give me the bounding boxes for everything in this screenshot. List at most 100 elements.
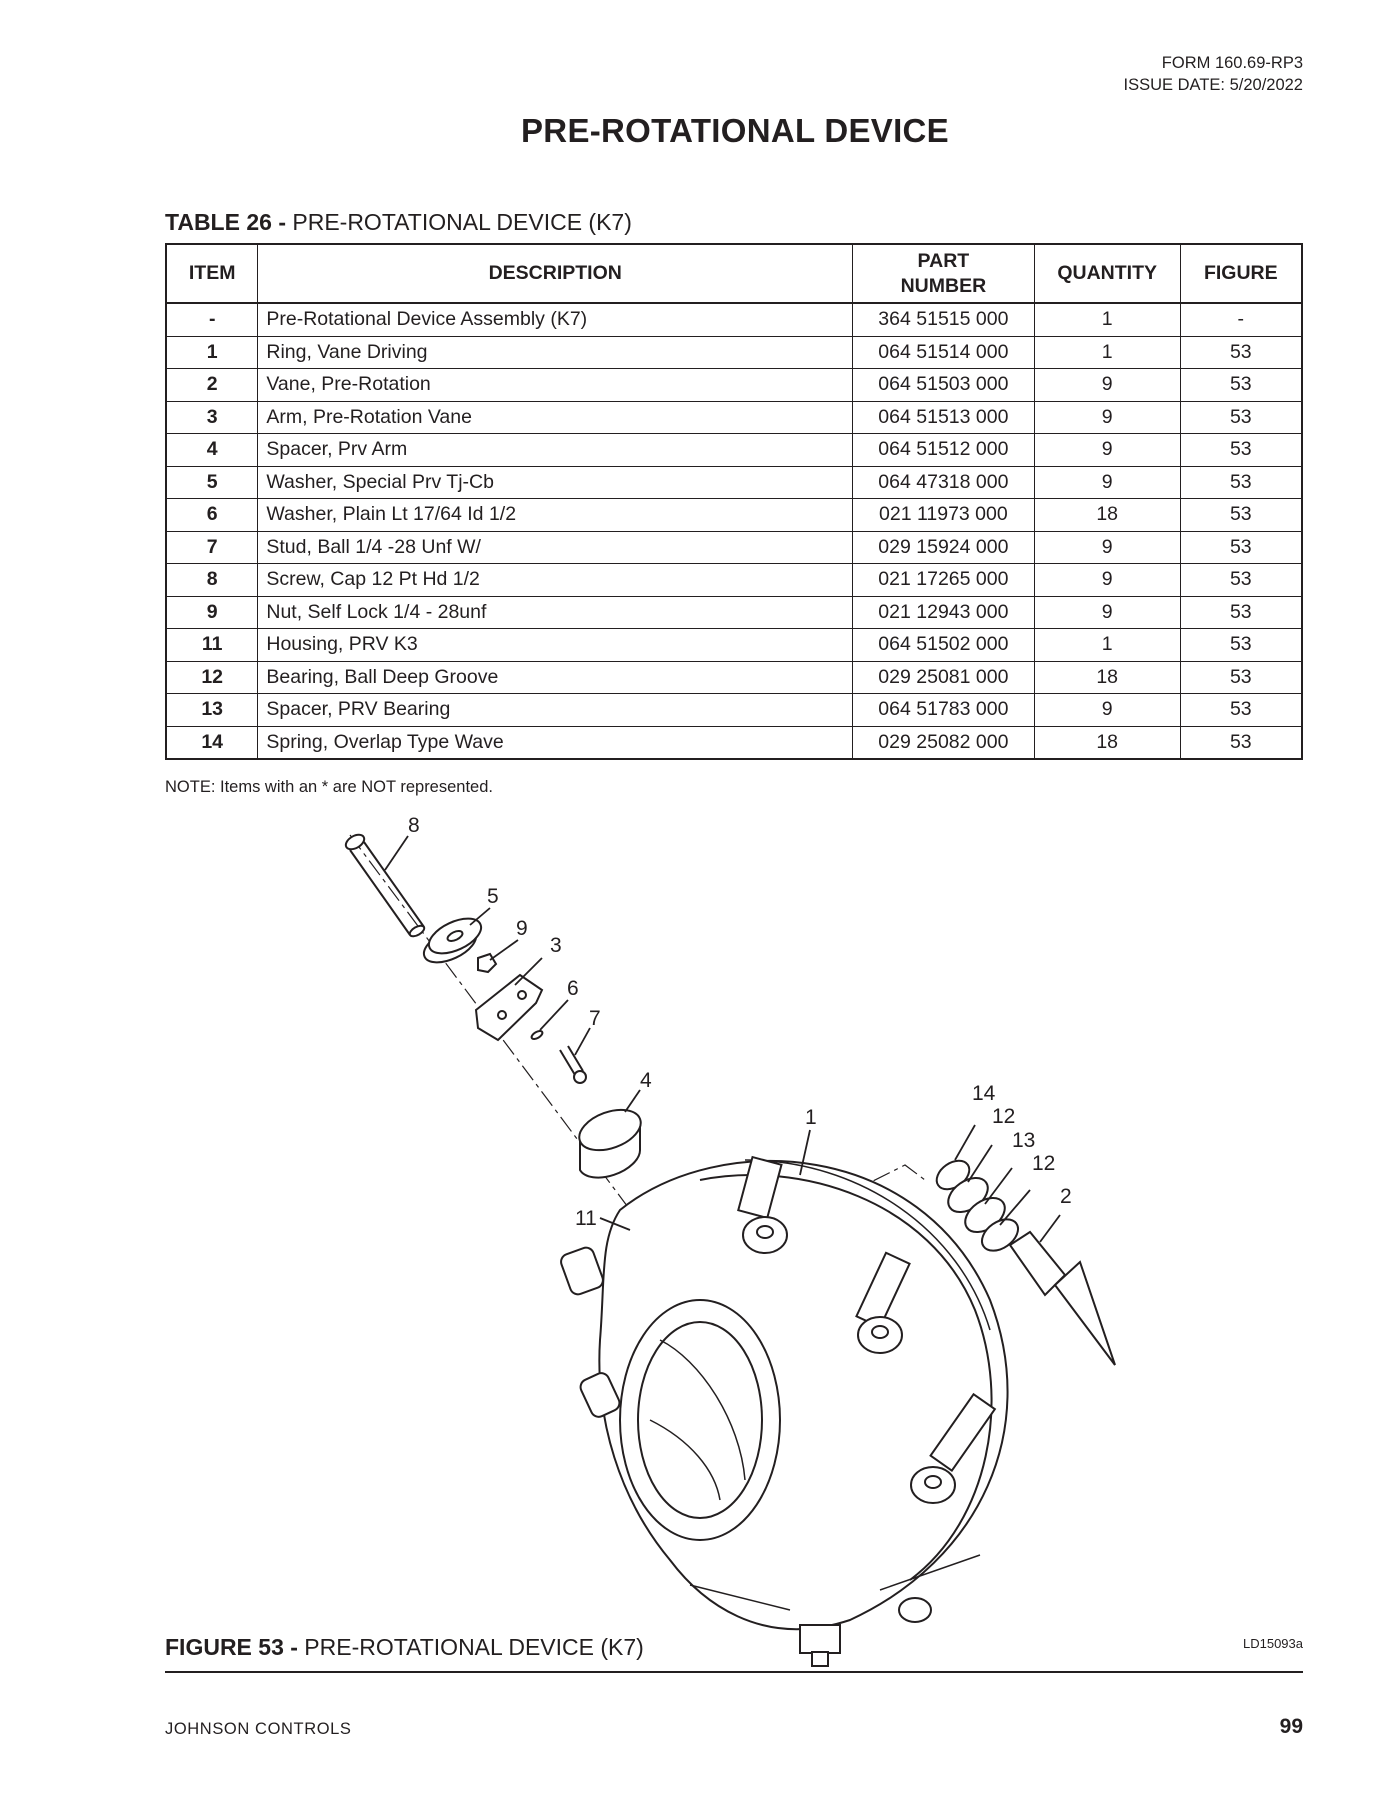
quantity-cell: 18 bbox=[1033, 660, 1181, 694]
part-number-cell: 364 51515 000 bbox=[852, 302, 1035, 337]
bearing-stack bbox=[935, 1159, 1020, 1252]
figure-cell: 53 bbox=[1179, 628, 1303, 662]
description-cell: Stud, Ball 1/4 -28 Unf W/ bbox=[257, 530, 854, 564]
pre-rotation-vane-part bbox=[1008, 1230, 1116, 1366]
quantity-cell: 1 bbox=[1033, 302, 1181, 337]
footer-divider bbox=[165, 1671, 1303, 1673]
description-cell: Ring, Vane Driving bbox=[257, 335, 854, 369]
callout-12-upper: 12 bbox=[992, 1105, 1015, 1128]
drawing-code: LD15093a bbox=[1243, 1636, 1303, 1651]
form-header: FORM 160.69-RP3 ISSUE DATE: 5/20/2022 bbox=[1124, 52, 1303, 96]
callout-9: 9 bbox=[516, 917, 528, 940]
quantity-cell: 1 bbox=[1033, 335, 1181, 369]
quantity-cell: 9 bbox=[1033, 530, 1181, 564]
part-number-cell: 064 51512 000 bbox=[852, 433, 1035, 467]
part-number-header-line2: NUMBER bbox=[900, 274, 987, 297]
description-cell: Washer, Special Prv Tj-Cb bbox=[257, 465, 854, 499]
part-number-cell: 029 15924 000 bbox=[852, 530, 1035, 564]
part-number-cell: 064 51502 000 bbox=[852, 628, 1035, 662]
item-cell: 11 bbox=[165, 628, 259, 662]
part-number-cell: 064 51513 000 bbox=[852, 400, 1035, 434]
description-cell: Screw, Cap 12 Pt Hd 1/2 bbox=[257, 563, 854, 597]
figure-cell: - bbox=[1179, 302, 1303, 337]
quantity-cell: 9 bbox=[1033, 595, 1181, 629]
special-washer-part bbox=[422, 917, 483, 964]
callout-2: 2 bbox=[1060, 1185, 1072, 1208]
table-caption-label: TABLE 26 - bbox=[165, 209, 286, 235]
item-cell: 13 bbox=[165, 693, 259, 727]
item-cell: 5 bbox=[165, 465, 259, 499]
vane-arm-part bbox=[474, 973, 544, 1042]
callout-7: 7 bbox=[589, 1007, 601, 1030]
quantity-cell: 18 bbox=[1033, 498, 1181, 532]
ball-stud-part bbox=[559, 1045, 587, 1084]
callout-4: 4 bbox=[640, 1069, 652, 1092]
part-number-cell: 064 51503 000 bbox=[852, 368, 1035, 402]
figure-cell: 53 bbox=[1179, 368, 1303, 402]
callout-6: 6 bbox=[567, 977, 579, 1000]
assembly-centerline-right bbox=[844, 1164, 926, 1196]
callout-8: 8 bbox=[408, 814, 420, 837]
description-cell: Washer, Plain Lt 17/64 Id 1/2 bbox=[257, 498, 854, 532]
callout-14: 14 bbox=[972, 1082, 996, 1105]
description-cell: Spacer, Prv Arm bbox=[257, 433, 854, 467]
quantity-cell: 9 bbox=[1033, 368, 1181, 402]
part-number-header-line1: PART bbox=[917, 249, 970, 272]
description-cell: Arm, Pre-Rotation Vane bbox=[257, 400, 854, 434]
description-cell: Nut, Self Lock 1/4 - 28unf bbox=[257, 595, 854, 629]
description-cell: Bearing, Ball Deep Groove bbox=[257, 660, 854, 694]
page-title: PRE-ROTATIONAL DEVICE bbox=[521, 112, 949, 149]
figure-cell: 53 bbox=[1179, 498, 1303, 532]
quantity-cell: 1 bbox=[1033, 628, 1181, 662]
callout-11: 11 bbox=[575, 1207, 597, 1230]
quantity-cell: 9 bbox=[1033, 563, 1181, 597]
item-cell: - bbox=[165, 302, 259, 337]
callout-3: 3 bbox=[550, 934, 562, 957]
table-note: NOTE: Items with an * are NOT represente… bbox=[165, 778, 493, 796]
column-header-item: ITEM bbox=[165, 243, 259, 304]
page-number: 99 bbox=[1279, 1715, 1303, 1738]
item-cell: 7 bbox=[165, 530, 259, 564]
table-row: -Pre-Rotational Device Assembly (K7)364 … bbox=[165, 302, 1303, 337]
part-number-cell: 064 47318 000 bbox=[852, 465, 1035, 499]
figure-cell: 53 bbox=[1179, 693, 1303, 727]
quantity-cell: 9 bbox=[1033, 400, 1181, 434]
issue-date: ISSUE DATE: 5/20/2022 bbox=[1123, 76, 1303, 94]
description-cell: Spring, Overlap Type Wave bbox=[257, 725, 854, 760]
item-cell: 3 bbox=[165, 400, 259, 434]
quantity-cell: 9 bbox=[1033, 433, 1181, 467]
part-number-cell: 064 51514 000 bbox=[852, 335, 1035, 369]
quantity-cell: 18 bbox=[1033, 725, 1181, 760]
item-cell: 1 bbox=[165, 335, 259, 369]
callout-1: 1 bbox=[805, 1106, 817, 1129]
table-caption: TABLE 26 - PRE-ROTATIONAL DEVICE (K7) bbox=[165, 209, 632, 236]
part-number-cell: 021 12943 000 bbox=[852, 595, 1035, 629]
callout-13: 13 bbox=[1012, 1129, 1035, 1152]
column-header-quantity: QUANTITY bbox=[1033, 243, 1181, 304]
item-cell: 9 bbox=[165, 595, 259, 629]
callout-5: 5 bbox=[487, 885, 499, 908]
figure-cell: 53 bbox=[1179, 563, 1303, 597]
part-number-cell: 029 25081 000 bbox=[852, 660, 1035, 694]
part-number-cell: 029 25082 000 bbox=[852, 725, 1035, 760]
part-number-cell: 021 11973 000 bbox=[852, 498, 1035, 532]
figure-cell: 53 bbox=[1179, 400, 1303, 434]
cap-screw-part bbox=[344, 833, 426, 938]
form-number: FORM 160.69-RP3 bbox=[1161, 54, 1303, 72]
item-cell: 2 bbox=[165, 368, 259, 402]
table-caption-text: PRE-ROTATIONAL DEVICE (K7) bbox=[285, 209, 632, 235]
footer-company: JOHNSON CONTROLS bbox=[165, 1720, 352, 1738]
